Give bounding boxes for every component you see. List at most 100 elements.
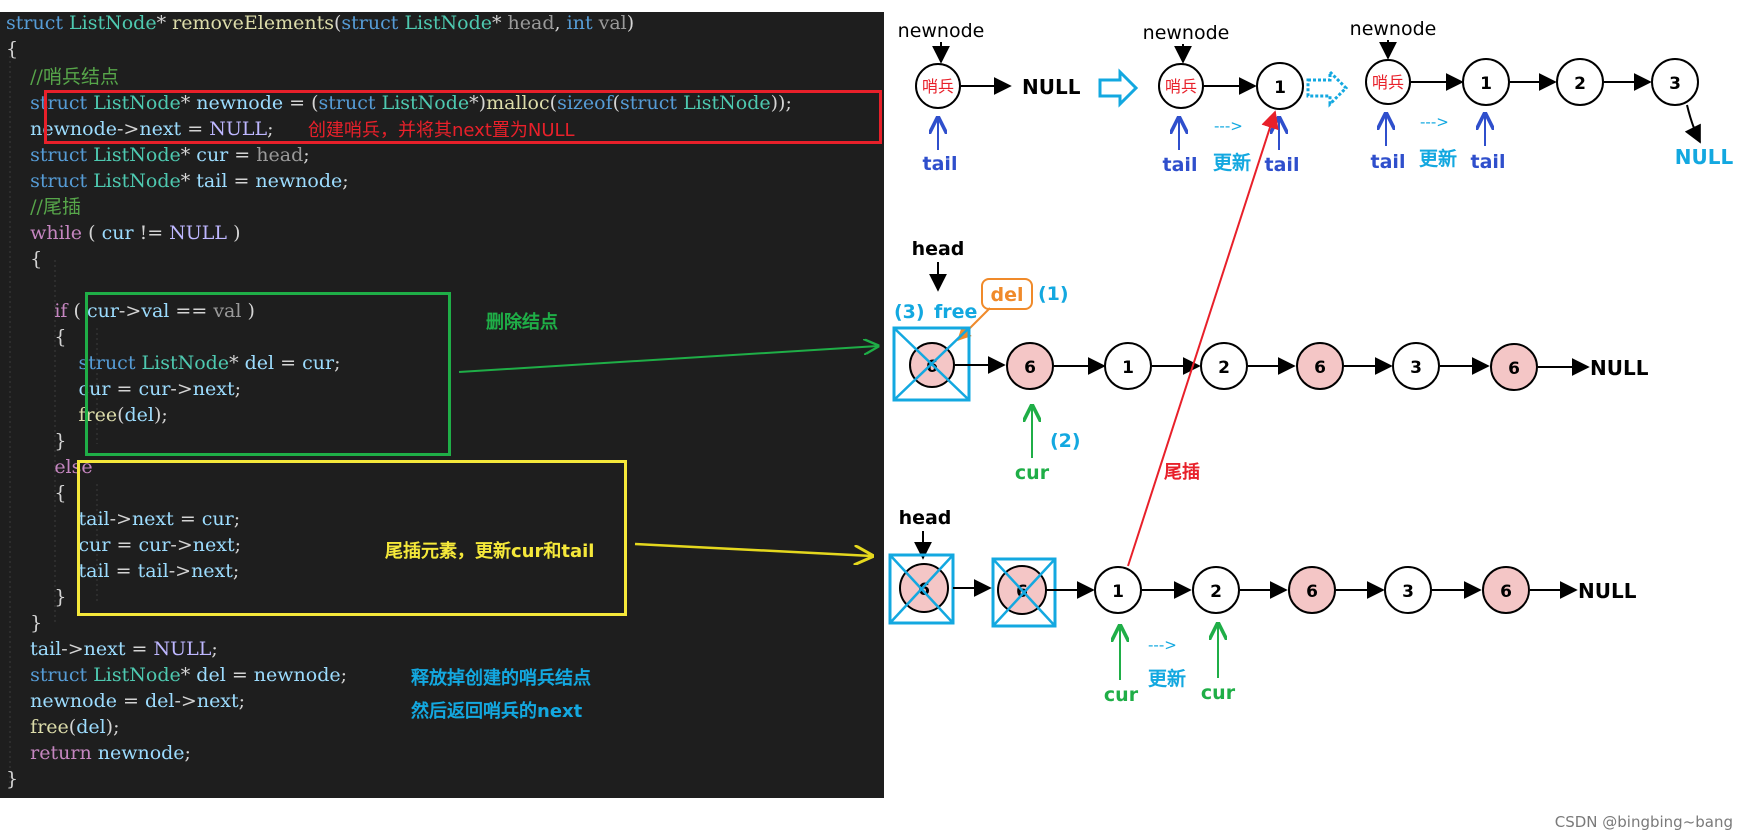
update-label: 更新 [1213, 151, 1251, 174]
code-token: del [196, 664, 226, 686]
transition-arrow-icon [1306, 68, 1349, 108]
code-line: } [6, 610, 42, 636]
code-token: *) [469, 92, 487, 114]
code-line: cur = cur->next; [6, 532, 241, 558]
transition-arrow-icon [1098, 68, 1139, 108]
code-token: ) [227, 222, 241, 244]
code-token: next [196, 690, 239, 712]
code-token: struct [6, 664, 94, 686]
tail-label: tail [1471, 151, 1506, 173]
code-token: cur [138, 534, 171, 556]
code-token: ; [342, 170, 349, 192]
code-token: return [6, 742, 98, 764]
code-token: { [6, 482, 67, 504]
tail-insert-label: 尾插 [1164, 461, 1200, 483]
code-token: ( [82, 222, 102, 244]
code-token: free [6, 716, 69, 738]
node-value: 3 [1402, 582, 1414, 602]
code-line: struct ListNode* tail = newnode; [6, 168, 349, 194]
node-value: 3 [1669, 74, 1681, 94]
code-line: { [6, 36, 18, 62]
code-line: struct ListNode* removeElements(struct L… [6, 10, 634, 36]
freed-node-cross [893, 327, 970, 401]
code-token: cur [86, 300, 119, 322]
code-token: ; [238, 690, 246, 712]
code-token: ); [105, 716, 120, 738]
node-value: 1 [1122, 358, 1134, 378]
code-line: free(del); [6, 714, 120, 740]
code-token: = [125, 638, 154, 660]
code-token: ; [211, 638, 218, 660]
node-6 [1490, 343, 1538, 391]
code-line: //哨兵结点 [6, 64, 119, 90]
code-token: ListNode [93, 170, 181, 192]
code-token: cur [6, 534, 111, 556]
code-token: } [6, 768, 19, 790]
node-value: 6 [926, 357, 938, 377]
free-sentinel-annotation: 释放掉创建的哨兵结点 [411, 668, 591, 689]
code-token: -> [117, 118, 140, 140]
code-token: del [145, 690, 175, 712]
node-value: 6 [1024, 358, 1036, 378]
code-token: * [229, 352, 245, 374]
sentinel-node [1158, 63, 1204, 109]
delete-branch-box [85, 292, 451, 456]
node-value: 6 [1314, 358, 1326, 378]
code-token: val [213, 300, 242, 322]
code-token: newnode [6, 118, 117, 140]
node-value: 1 [1274, 78, 1286, 98]
code-token: ListNode [141, 352, 230, 374]
code-token: sizeof [557, 92, 613, 114]
step-1-label: (1) [1038, 283, 1069, 305]
sentinel-node-value: 哨兵 [1372, 73, 1404, 92]
code-token: -> [174, 690, 197, 712]
code-line: if ( cur->val == val ) [6, 298, 255, 324]
sentinel-create-annotation: 创建哨兵，并将其next置为NULL [308, 120, 575, 141]
newnode-label: newnode [1350, 18, 1437, 40]
dashed-move-arrow: ---> [1420, 113, 1449, 131]
code-token: = [227, 170, 256, 192]
code-token: ListNode [69, 12, 157, 34]
code-token: )); [770, 92, 792, 114]
code-token: free [6, 404, 118, 426]
delete-node-annotation: 删除结点 [486, 312, 558, 333]
code-token: cur [196, 144, 229, 166]
code-token: ListNode [93, 664, 181, 686]
sentinel-node-value: 哨兵 [922, 77, 954, 96]
step-3-label: (3) [894, 301, 925, 323]
code-token: next [192, 378, 235, 400]
code-token: next [83, 638, 126, 660]
code-token: * [180, 664, 197, 686]
code-token: , [554, 12, 567, 34]
else-branch-box [77, 460, 627, 616]
node-value: 2 [1574, 74, 1586, 94]
code-token: //哨兵结点 [6, 66, 119, 88]
null-pointer-arrow [1684, 104, 1701, 144]
sentinel-code-box [44, 90, 882, 144]
code-token: ListNode [93, 144, 181, 166]
code-token: = [109, 560, 138, 582]
tail-label: tail [1371, 151, 1406, 173]
node-3 [1392, 342, 1440, 390]
code-token: struct [6, 12, 70, 34]
node-2 [1192, 566, 1240, 614]
code-line: struct ListNode* cur = head; [6, 142, 310, 168]
code-token: = [110, 534, 139, 556]
code-token: tail [6, 508, 110, 530]
code-line: return newnode; [6, 740, 191, 766]
code-token: newnode [6, 690, 117, 712]
code-token: cur [138, 378, 171, 400]
code-token: ( [612, 92, 621, 114]
code-token: } [6, 430, 67, 452]
code-line: tail->next = NULL; [6, 636, 218, 662]
code-token: next [131, 508, 174, 530]
code-token: ListNode [381, 92, 470, 114]
code-token: cur [201, 508, 234, 530]
code-token: //尾插 [6, 196, 81, 218]
code-line: } [6, 766, 18, 792]
node-6 [1482, 566, 1530, 614]
code-line: { [6, 324, 66, 350]
node-3 [1651, 58, 1699, 106]
code-line: tail = tail->next; [6, 558, 239, 584]
code-token: newnode [97, 742, 185, 764]
